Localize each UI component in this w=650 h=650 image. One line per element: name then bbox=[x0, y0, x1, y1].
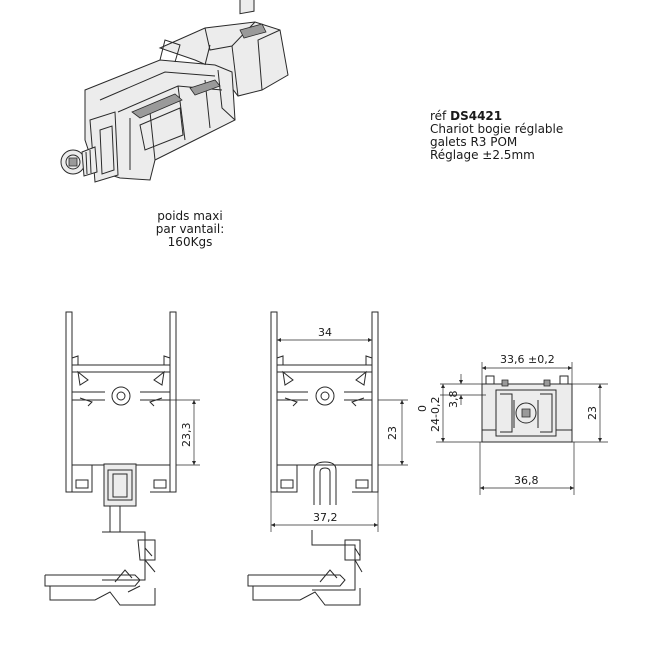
reference-code: DS4421 bbox=[450, 109, 503, 123]
bogie-trolley-illustration bbox=[60, 0, 289, 183]
weight-line-3: 160Kgs bbox=[167, 235, 213, 249]
dimension-label-3-8: 3,8 bbox=[447, 391, 460, 409]
dimension-label-34: 34 bbox=[318, 326, 332, 339]
reference-description-3: Réglage ±2.5mm bbox=[430, 148, 535, 162]
dimension-23-middle: 23 bbox=[378, 399, 408, 466]
right-end-view bbox=[481, 375, 573, 443]
left-section-profile bbox=[44, 311, 177, 606]
dimension-label-36-8: 36,8 bbox=[514, 474, 539, 487]
dimension-label-23-middle: 23 bbox=[386, 426, 399, 440]
middle-section-profile bbox=[247, 311, 379, 606]
weight-line-1: poids maxi bbox=[157, 209, 223, 223]
dimension-3-8: 3,8 bbox=[440, 374, 486, 408]
reference-code-line: réf DS4421 bbox=[430, 110, 563, 123]
dimension-label-23-right: 23 bbox=[586, 406, 599, 420]
dimension-label-37-2: 37,2 bbox=[313, 511, 338, 524]
dimension-24: 0 24-0,2 bbox=[416, 384, 482, 443]
dimension-33-6: 33,6 ±0,2 bbox=[481, 353, 573, 384]
reference-block: réf DS4421 Chariot bogie réglable galets… bbox=[430, 110, 563, 162]
dimension-23-right: 23 bbox=[572, 383, 608, 443]
dimension-37-2: 37,2 bbox=[270, 492, 379, 532]
dimension-23-3: 23,3 bbox=[170, 399, 200, 466]
dimension-label-0: 0 bbox=[416, 405, 429, 412]
reference-prefix: réf bbox=[430, 109, 447, 123]
dimension-label-33-6: 33,6 ±0,2 bbox=[500, 353, 555, 366]
reference-description-1: Chariot bogie réglable bbox=[430, 122, 564, 136]
dimension-label-23-3: 23,3 bbox=[180, 423, 193, 448]
dimension-36-8: 36,8 bbox=[479, 442, 575, 495]
dimension-label-24-0-2: 24-0,2 bbox=[429, 397, 442, 432]
reference-description-2: galets R3 POM bbox=[430, 135, 518, 149]
dimension-34: 34 bbox=[276, 326, 373, 345]
weight-line-2: par vantail: bbox=[155, 222, 225, 236]
weight-block: poids maxi par vantail: 160Kgs bbox=[140, 210, 240, 249]
